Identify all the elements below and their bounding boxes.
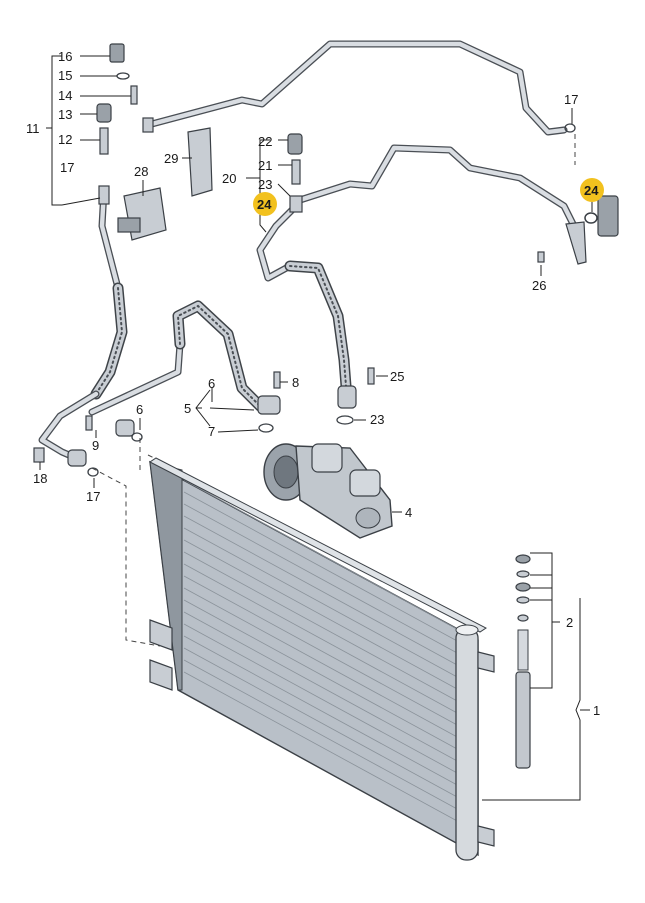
label-18: 18: [33, 471, 47, 486]
label-2: 2: [566, 615, 573, 630]
label-29: 29: [164, 151, 178, 166]
part-labels: 16 15 14 13 12 11 17 28 29 22 21 20 23 2…: [26, 49, 600, 718]
label-14: 14: [58, 88, 72, 103]
label-25: 25: [390, 369, 404, 384]
valve-cap-icon: [96, 103, 112, 123]
condenser: [91, 438, 495, 861]
highlight-badge-24-left: [253, 192, 277, 216]
label-6-left: 6: [136, 402, 143, 417]
clip-bracket-icon: [187, 127, 213, 197]
label-11: 11: [26, 121, 40, 136]
label-13: 13: [58, 107, 72, 122]
label-16: 16: [58, 49, 72, 64]
label-1: 1: [593, 703, 600, 718]
label-7: 7: [208, 424, 215, 439]
label-9: 9: [92, 438, 99, 453]
label-23-top: 23: [258, 177, 272, 192]
leader-lines: [39, 55, 593, 801]
ac-hose-lines: [38, 40, 578, 462]
label-4: 4: [405, 505, 412, 520]
fittings: [33, 43, 619, 477]
label-20: 20: [222, 171, 236, 186]
pressure-sensor-icon: [109, 43, 125, 63]
highlight-badge-24-right: [580, 178, 604, 202]
label-28: 28: [134, 164, 148, 179]
label-23-mid: 23: [370, 412, 384, 427]
valve-block-icon: [597, 195, 619, 237]
label-24-left: 24: [257, 197, 272, 212]
label-8: 8: [292, 375, 299, 390]
label-17-bottom: 17: [86, 489, 100, 504]
label-12: 12: [58, 132, 72, 147]
receiver-drier: [515, 554, 531, 769]
label-17-right: 17: [564, 92, 578, 107]
label-15: 15: [58, 68, 72, 83]
label-21: 21: [258, 158, 272, 173]
ac-compressor: [263, 443, 393, 539]
label-24-right: 24: [584, 183, 599, 198]
label-17-left: 17: [60, 160, 74, 175]
label-22: 22: [258, 134, 272, 149]
label-5: 5: [184, 401, 191, 416]
label-26: 26: [532, 278, 546, 293]
label-6-top: 6: [208, 376, 215, 391]
